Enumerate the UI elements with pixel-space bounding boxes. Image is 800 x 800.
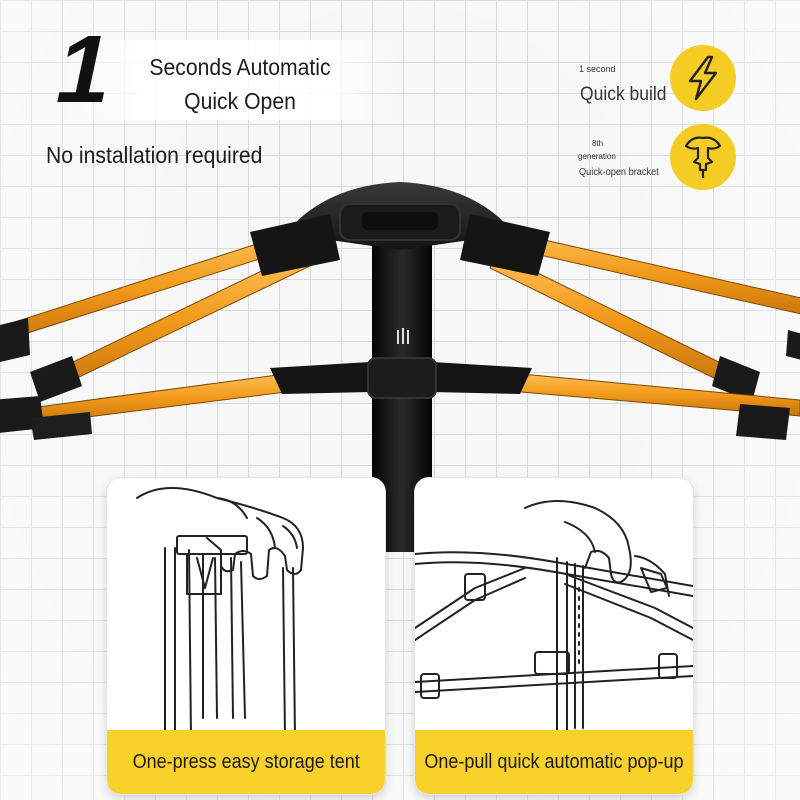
upper-right-poles [489, 229, 800, 402]
feature-bracket-title: Quick-open bracket [579, 167, 659, 178]
hand-pressing-hub-illustration [136, 487, 304, 739]
panel-press-storage: One-press easy storage tent [107, 478, 385, 794]
mast-marks [397, 328, 409, 344]
top-hub [250, 182, 550, 276]
headline-band [60, 40, 400, 120]
bracket-icon [670, 124, 736, 190]
headline-line-1: Seconds Automatic [149, 54, 331, 80]
caption-press-storage-text: One-press easy storage tent [132, 750, 360, 773]
caption-pull-popup: One-pull quick automatic pop-up [415, 730, 693, 794]
feature-bracket-small-1: 8th [592, 139, 604, 148]
headline-line-2: Quick Open [184, 88, 296, 114]
feature-quick-build-title: Quick build [580, 84, 667, 105]
headline-subtitle: No installation required [46, 142, 263, 168]
lower-hub [270, 357, 532, 399]
caption-press-storage: One-press easy storage tent [107, 730, 385, 794]
lightning-icon [670, 45, 736, 111]
caption-pull-popup-text: One-pull quick automatic pop-up [424, 750, 684, 773]
feature-quick-build-small: 1 second [579, 64, 616, 74]
feature-bracket-small-2: generation [578, 152, 616, 161]
hand-pulling-hub-illustration [415, 500, 693, 794]
panel-pull-popup: One-pull quick automatic pop-up [415, 478, 693, 794]
